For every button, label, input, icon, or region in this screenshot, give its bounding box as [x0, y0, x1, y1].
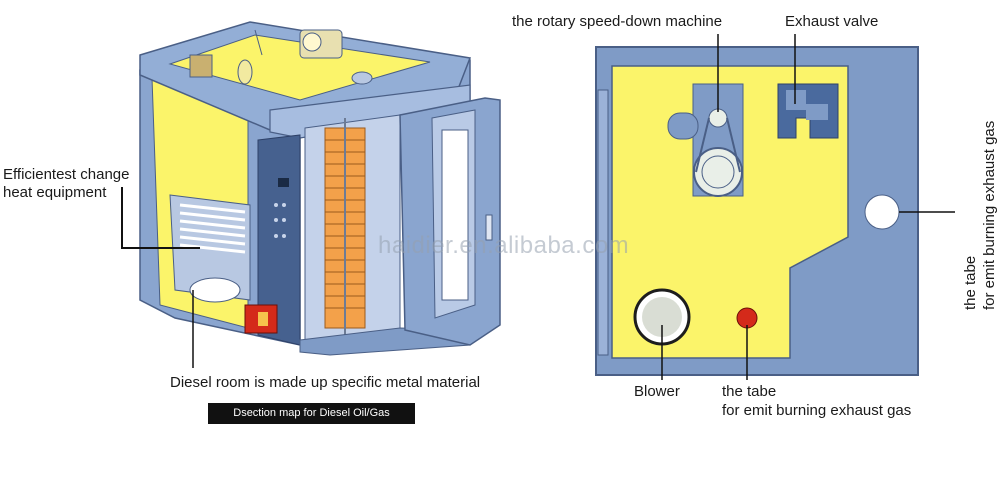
- label-heat-equipment-line2: heat equipment: [3, 184, 106, 202]
- label-tabe-bottom-line1: the tabe: [722, 383, 776, 401]
- watermark: haidier.en.alibaba.com: [378, 232, 629, 260]
- top-view-plan: [596, 34, 955, 380]
- label-tabe-side-line2: for emit burning exhaust gas: [981, 121, 999, 310]
- label-diesel-room: Diesel room is made up specific metal ma…: [170, 374, 480, 392]
- oven-cutaway-illustration: [122, 22, 500, 368]
- label-tabe-side-line1: the tabe: [962, 256, 980, 310]
- diagram-caption: Dsection map for Diesel Oil/Gas: [208, 403, 415, 424]
- label-heat-equipment-line1: Efficientest change: [3, 166, 129, 184]
- label-speed-down-machine: the rotary speed-down machine: [512, 13, 722, 31]
- label-exhaust-valve: Exhaust valve: [785, 13, 878, 31]
- label-tabe-bottom-line2: for emit burning exhaust gas: [722, 402, 911, 420]
- tray-rack: [325, 118, 365, 340]
- label-blower: Blower: [634, 383, 680, 401]
